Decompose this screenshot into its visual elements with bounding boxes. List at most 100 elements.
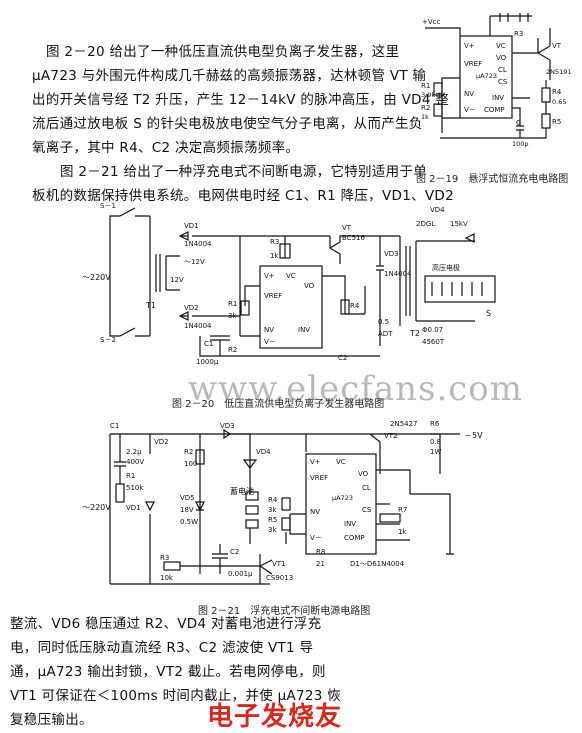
fig21-r4-value: 3k [268, 506, 277, 514]
intro-line: 氧离子，其中 R4、C2 决定高频振荡频率。 [32, 140, 300, 156]
figure-2-21-circuit: ～220V C1 2.2μ 400V R1 510k VD1 VD2 R2 10… [82, 420, 483, 585]
outro-line: 整流、VD6 稳压通过 R2、VD4 对蓄电池进行浮充 [10, 616, 322, 632]
fig19-r3-label: R3 [514, 30, 523, 38]
fig21-r1-value: 510k [126, 484, 144, 492]
fig21-r6-label: R6 [430, 420, 440, 428]
fig21-vd2-label: VD2 [154, 438, 169, 446]
fig21-r5-label: R5 [268, 516, 277, 524]
fig20-c1-value: 1000μ [196, 358, 219, 366]
fig20-pin-nv: NV [264, 326, 274, 334]
fig19-r2-value: 1k [421, 113, 429, 121]
fig20-vd2-label: VD2 [184, 304, 199, 312]
fig21-pin-cl: CL [362, 484, 371, 492]
fig21-pin-vc: VC [336, 458, 346, 466]
fig20-r1-label: R1 [228, 300, 237, 308]
fig21-pin-cs: CS [362, 506, 372, 514]
fig21-r2-value: 100 [184, 460, 197, 468]
intro-line: 流后通过放电板 S 的针尖电极放电使空气分子电离，从而产生负 [32, 116, 423, 132]
fig20-s1-label: S－1 [100, 202, 116, 210]
outro-line: 通，μA723 输出封锁，VT2 截止。若电网停电，则 [10, 664, 326, 680]
fig20-vd3-label: VD3 [384, 250, 399, 258]
fig21-pin-comp: COMP [344, 534, 365, 542]
fig20-v05-label: 0.5 [378, 318, 389, 326]
fig21-pin-nv: NV [310, 508, 320, 516]
fig21-battery-label: 蓄电池 [230, 486, 254, 496]
fig21-r8-label: R8 [316, 548, 325, 556]
fig20-t1-label: T1 [145, 301, 156, 310]
figure-2-20-circuit: S－1 S－2 ～220V T1 VD1 1N4004 ～12V 12V VD2… [82, 202, 496, 366]
fig20-pin-vminus: V－ [264, 338, 276, 346]
fig20-adt-label: ADT [378, 330, 393, 338]
fig21-r2-label: R2 [184, 448, 193, 456]
fig20-vd1-label: VD1 [184, 222, 199, 230]
fig20-pin-vref: VREF [264, 292, 282, 300]
fig19-vcc-label: +Vcc [422, 18, 441, 26]
fig20-t2-label: T2 [409, 329, 420, 338]
fig21-diodes-label: D1～D61N4004 [350, 560, 405, 568]
fig20-s-label: S [486, 309, 491, 318]
fig20-t2-spec: Φ0.07 [422, 326, 443, 334]
fig21-c2-value: 0.001μ [228, 570, 253, 578]
figure-2-19-circuit: +Vcc V+ VC VREF VO μA723 CL CS NV INV V－… [421, 13, 572, 148]
fig20-v12b-label: 12V [170, 276, 184, 284]
intro-line: μA723 与外围元件构成几千赫兹的高频振荡器，达林顿管 VT 输 [32, 68, 427, 84]
fig19-pin-inv: INV [492, 94, 504, 102]
fig21-r8-value: 21 [316, 560, 325, 568]
fig19-r4-label: R4 [552, 88, 562, 96]
fig19-c-value: 100p [512, 140, 529, 148]
intro-line: 板机的数据保持供电系统。电网供电时经 C1、R1 降压，VD1、VD2 [32, 188, 455, 204]
fig19-vt-label: VT [552, 42, 562, 50]
site-logo: 电子发烧友 [207, 702, 343, 732]
fig21-chip-label: μA723 [332, 494, 353, 502]
fig21-c1-label: C1 [110, 422, 119, 430]
fig20-vd2-model: 1N4004 [184, 322, 212, 330]
fig19-r1-label: R1 [421, 82, 430, 90]
fig21-c1-voltage: 400V [126, 458, 144, 466]
outro-line: 电，同时低压脉动直流经 R3、C2 滤波使 VT1 导 [10, 640, 314, 656]
fig19-c-label: C [516, 119, 521, 127]
figure-2-19-caption: 图 2－19 悬浮式恒流充电电路图 [416, 174, 569, 185]
fig20-r3-label: R3 [270, 238, 279, 246]
fig21-vd4-label: VD4 [256, 448, 271, 456]
fig21-pin-inv: INV [344, 520, 356, 528]
fig20-t2-turns: 4560T [422, 338, 445, 346]
fig20-vd4-voltage: 15kV [450, 220, 468, 228]
fig20-ac-label: ～220V [82, 273, 111, 282]
outro-paragraph: 整流、VD6 稳压通过 R2、VD4 对蓄电池进行浮充 电，同时低压脉动直流经 … [10, 612, 390, 732]
fig21-vt2-label: VT2 [384, 432, 398, 440]
fig20-c1-label: C1 [204, 340, 213, 348]
fig21-vd3-label: VD3 [220, 422, 235, 430]
fig20-hv-electrode-label: 高压电极 [432, 263, 460, 272]
fig19-chip-label: μA723 [476, 72, 497, 80]
fig20-pin-vo: VO [304, 282, 315, 290]
fig20-vd4-model: 2DGL [416, 220, 435, 228]
fig21-ac-label: ～220V [82, 503, 111, 512]
fig21-c1-value: 2.2μ [126, 448, 142, 456]
fig20-r4-label: R4 [350, 302, 360, 310]
fig21-vd1-label: VD1 [126, 504, 141, 512]
outro-line: VT1 可保证在＜100ms 时间内截止，并使 μA723 恢 [10, 688, 342, 704]
fig21-r6-power: 1W [430, 448, 441, 456]
fig21-r6-value: 0.8 [430, 438, 441, 446]
fig19-pin-vminus: V－ [464, 106, 476, 114]
fig21-pin-vplus: V+ [310, 458, 321, 466]
fig21-r4-label: R4 [268, 496, 278, 504]
fig21-r3-label: R3 [160, 554, 169, 562]
fig21-pin-vref: VREF [310, 474, 328, 482]
fig21-vd5-voltage: 18V [180, 506, 194, 514]
fig19-r1-value: 3.9k [421, 91, 435, 99]
fig19-pin-vplus: V+ [464, 42, 475, 50]
fig21-vd5-label: VD5 [180, 494, 195, 502]
fig21-pin-vo: VO [358, 470, 369, 478]
intro-line: 图 2－20 给出了一种低压直流供电型负离子发生器，这里 [46, 44, 400, 60]
fig20-s2-label: S－2 [100, 336, 116, 344]
fig21-vt1-label: VT1 [272, 560, 286, 568]
fig21-vt2-model: 2N5427 [390, 420, 418, 428]
fig20-pin-inv: INV [298, 326, 310, 334]
fig20-vd1-model: 1N4004 [184, 240, 212, 248]
fig20-c2-label: C2 [338, 354, 347, 362]
fig21-r3-value: 10k [160, 574, 174, 582]
fig21-c2-label: C2 [230, 548, 239, 556]
fig19-pin-vref: VREF [464, 60, 482, 68]
fig20-vd3-model: 1N4004 [384, 270, 412, 278]
